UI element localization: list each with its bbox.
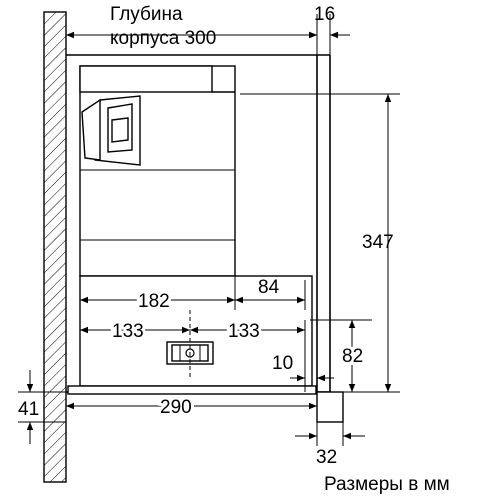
front-panel (316, 391, 344, 423)
dimension-lines (18, 14, 400, 446)
dim-347-label: 347 (362, 232, 394, 253)
dim-182-label: 182 (138, 291, 170, 312)
depth-title-line2: корпуса 300 (110, 28, 216, 49)
dim-10-label: 10 (272, 353, 293, 374)
dim-82-label: 82 (342, 346, 363, 367)
dim-84-label: 84 (258, 277, 280, 298)
dim-16-label: 16 (314, 4, 335, 25)
depth-title-line1: Глубина (110, 4, 183, 25)
dim-290-label: 290 (160, 397, 192, 418)
wall (43, 11, 67, 483)
dim-41-label: 41 (18, 399, 39, 420)
units-note: Размеры в мм (324, 474, 450, 495)
dim-32-label: 32 (316, 447, 337, 468)
dim-133-right-label: 133 (228, 321, 260, 342)
hood-body (79, 65, 236, 277)
dim-133-left-label: 133 (112, 321, 144, 342)
